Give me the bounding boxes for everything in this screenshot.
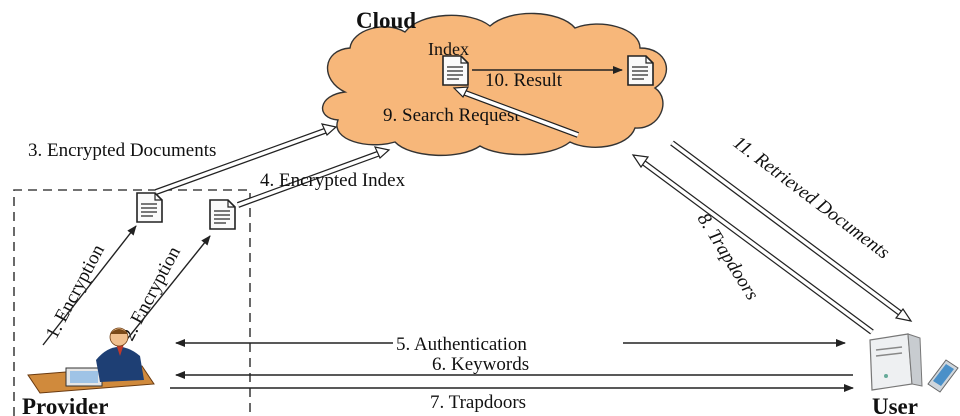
user-label: User xyxy=(872,394,918,416)
result-label: 10. Result xyxy=(485,70,563,91)
provider-label: Provider xyxy=(22,394,108,416)
document-icon xyxy=(627,55,654,86)
encryption-1-label: 1. Encryption xyxy=(42,241,109,343)
trapdoors-user-label: 7. Trapdoors xyxy=(430,392,526,413)
encrypted-documents-arrow xyxy=(154,123,338,195)
mobile-phone-icon xyxy=(927,359,959,393)
trapdoors-cloud-arrow xyxy=(631,154,874,335)
authentication-label-bg xyxy=(393,333,623,353)
encryption-2-label: 2. Encryption xyxy=(118,243,185,345)
keywords-label: 6. Keywords xyxy=(432,354,529,375)
document-icon xyxy=(442,55,469,86)
encrypted-index-arrow xyxy=(236,146,391,208)
user-computer-icon xyxy=(869,333,923,391)
encrypted-index-label: 4. Encrypted Index xyxy=(260,170,406,191)
cloud-shape xyxy=(321,12,667,156)
cloud-title: Cloud xyxy=(356,8,416,33)
encrypted-documents-label: 3. Encrypted Documents xyxy=(28,140,216,161)
authentication-label: 5. Authentication xyxy=(396,334,527,355)
provider-person-icon xyxy=(27,327,155,394)
retrieved-documents-arrow xyxy=(670,140,913,322)
document-icon xyxy=(209,199,236,230)
search-request-arrow xyxy=(452,86,580,138)
encryption-1-arrow xyxy=(42,225,137,346)
provider-boundary xyxy=(13,189,251,416)
cloud-index-label: Index xyxy=(428,39,469,59)
search-request-label: 9. Search Request xyxy=(383,105,520,126)
encryption-2-arrow xyxy=(119,235,211,349)
document-icon xyxy=(136,192,163,223)
